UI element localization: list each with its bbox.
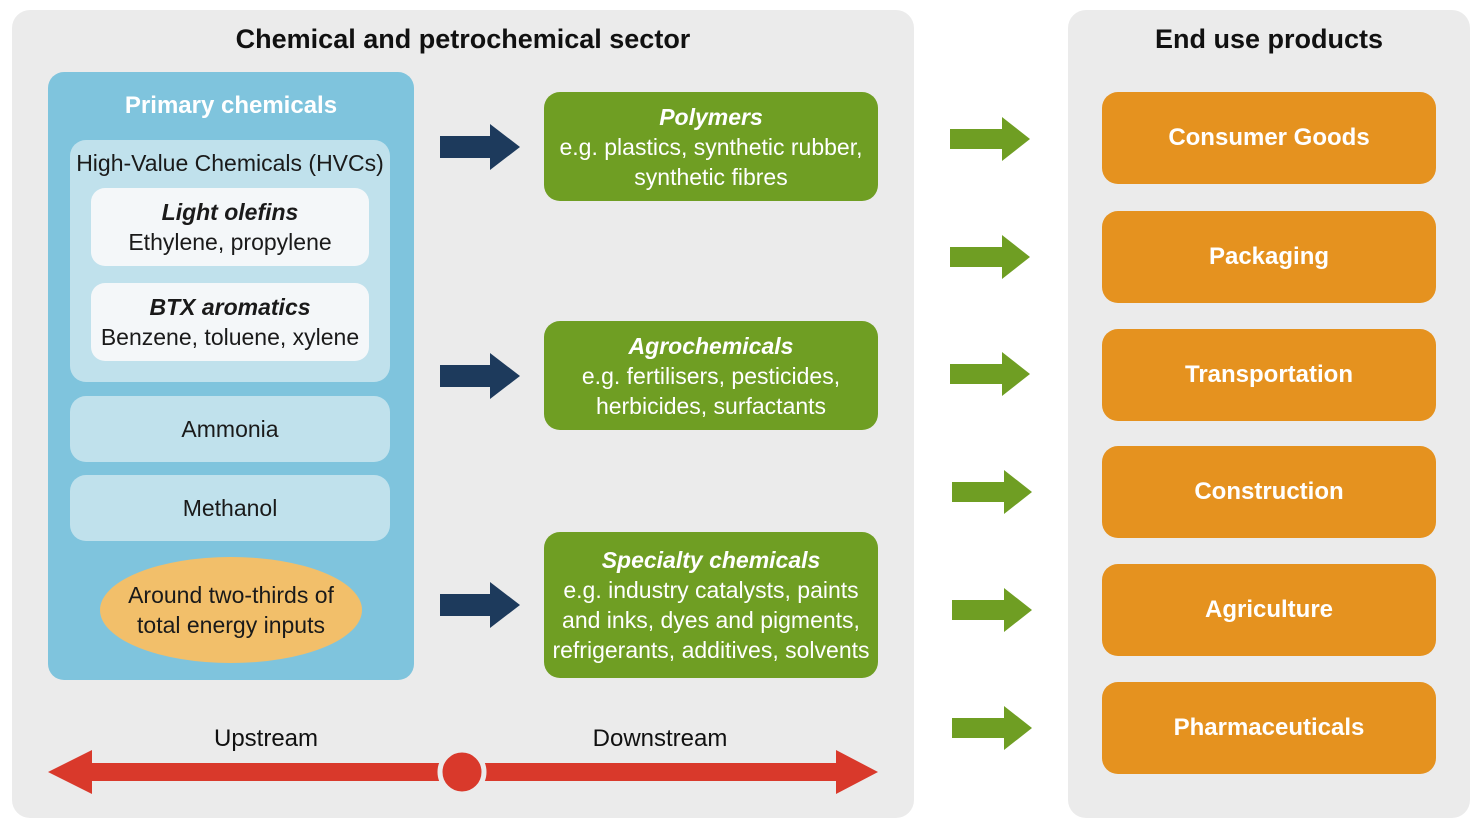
specialty-line1: e.g. industry catalysts, paints — [563, 577, 859, 603]
green-arrow-agriculture — [952, 588, 1032, 632]
navy-arrow-specialty — [440, 582, 520, 628]
end-use-panel-title: End use products — [1154, 24, 1384, 54]
agrochemicals-title: Agrochemicals — [628, 332, 794, 359]
agrochemicals-line2: herbicides, surfactants — [595, 392, 827, 419]
polymers-line1: e.g. plastics, synthetic rubber, — [559, 133, 863, 160]
polymers-title: Polymers — [659, 103, 763, 130]
light-olefins-desc: Ethylene, propylene — [128, 229, 332, 255]
primary-chemicals-title: Primary chemicals — [124, 92, 338, 119]
specialty-title: Specialty chemicals — [601, 547, 821, 573]
upstream-label: Upstream — [213, 725, 319, 752]
energy-inputs-ellipse: Around two-thirds of total energy inputs — [100, 557, 362, 663]
light-olefins-title: Light olefins — [161, 199, 299, 225]
hvc-title: High-Value Chemicals (HVCs) — [76, 150, 384, 176]
navy-arrow-agrochemicals — [440, 353, 520, 399]
polymers-line2: synthetic fibres — [634, 163, 788, 190]
sector-panel-title: Chemical and petrochemical sector — [235, 24, 691, 54]
downstream-label: Downstream — [592, 725, 728, 752]
green-arrow-consumer-goods — [950, 117, 1030, 161]
end-use-construction: Construction — [1102, 446, 1436, 538]
energy-note-line2: total energy inputs — [137, 612, 325, 638]
agrochemicals-line1: e.g. fertilisers, pesticides, — [581, 362, 841, 389]
green-arrow-pharmaceuticals — [952, 706, 1032, 750]
methanol-box: Methanol — [70, 475, 390, 541]
btx-aromatics-box: BTX aromatics Benzene, toluene, xylene — [91, 283, 369, 361]
end-use-consumer-goods: Consumer Goods — [1102, 92, 1436, 184]
btx-aromatics-title: BTX aromatics — [149, 294, 311, 320]
polymers-box: Polymers e.g. plastics, synthetic rubber… — [544, 92, 878, 201]
green-arrow-packaging — [950, 235, 1030, 279]
end-use-transportation: Transportation — [1102, 329, 1436, 421]
end-use-packaging: Packaging — [1102, 211, 1436, 303]
specialty-line2: and inks, dyes and pigments, — [562, 607, 860, 633]
upstream-downstream-arrow — [48, 747, 878, 797]
ammonia-box: Ammonia — [70, 396, 390, 462]
energy-note-line1: Around two-thirds of — [128, 582, 334, 608]
btx-aromatics-desc: Benzene, toluene, xylene — [100, 324, 360, 350]
end-use-pharmaceuticals: Pharmaceuticals — [1102, 682, 1436, 774]
stream-midpoint-dot — [437, 747, 487, 797]
green-arrow-construction — [952, 470, 1032, 514]
specialty-line3: refrigerants, additives, solvents — [552, 637, 870, 663]
agrochemicals-box: Agrochemicals e.g. fertilisers, pesticid… — [544, 321, 878, 430]
green-arrow-transportation — [950, 352, 1030, 396]
navy-arrow-polymers — [440, 124, 520, 170]
end-use-agriculture: Agriculture — [1102, 564, 1436, 656]
specialty-chemicals-box: Specialty chemicals e.g. industry cataly… — [544, 532, 878, 678]
light-olefins-box: Light olefins Ethylene, propylene — [91, 188, 369, 266]
